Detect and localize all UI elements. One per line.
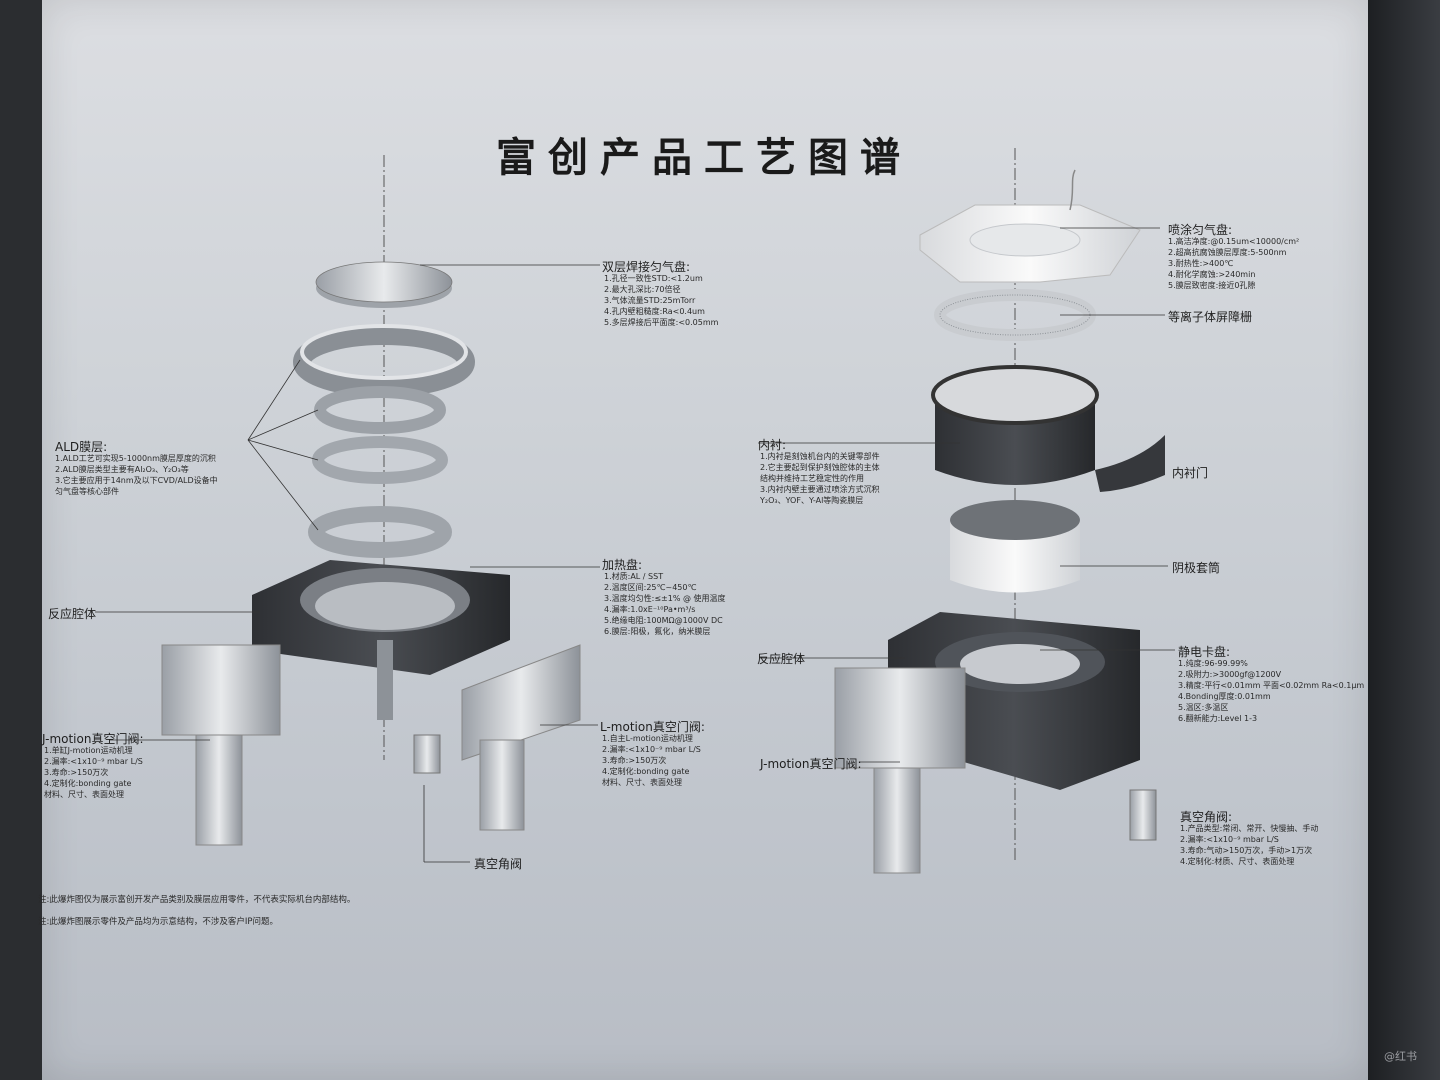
left-jmotion-valve-part xyxy=(161,644,281,846)
spec-line: 2.超高抗腐蚀膜层厚度:5-500nm xyxy=(1168,248,1287,257)
spec-line: 3.寿命:气动>150万次，手动>1万次 xyxy=(1180,846,1313,855)
spec-line: 3.气体流量STD:25mTorr xyxy=(604,296,696,305)
esc-heading: 静电卡盘: xyxy=(1178,645,1231,659)
gas-plate-specs: 1.孔径一致性STD:<1.2um 2.最大孔深比:70倍径 3.气体流量STD… xyxy=(604,273,718,328)
spec-line: 1.产品类型:常闭、常开、快慢抽、手动 xyxy=(1180,824,1319,833)
spec-line: 4.定制化:bonding gate xyxy=(44,779,132,788)
spec-line: 4.漏率:1.0xE⁻¹⁰Pa•m³/s xyxy=(604,605,696,614)
right-leader-lines xyxy=(758,227,1175,763)
ald-leader-lines xyxy=(247,359,319,531)
spec-line: 3.精度:平行<0.01mm 平面<0.02mm Ra<0.1μm xyxy=(1178,681,1365,690)
gas-plate-part xyxy=(315,261,453,308)
spec-line: 匀气盘等核心部件 xyxy=(55,487,119,496)
spec-line: 4.定制化:材质、尺寸、表面处理 xyxy=(1180,857,1295,866)
liner-heading: 内衬: xyxy=(758,438,787,452)
spray-plate-part xyxy=(919,169,1141,283)
liner-part xyxy=(931,365,1165,492)
spec-line: Y₂O₃、YOF、Y-Al等陶瓷膜层 xyxy=(760,496,864,505)
spray-plate-specs: 1.高洁净度:@0.15um<10000/cm² 2.超高抗腐蚀膜层厚度:5-5… xyxy=(1168,236,1299,291)
spec-line: 2.吸附力:>3000gf@1200V xyxy=(1178,670,1282,679)
left-jmotion-heading: J-motion真空门阀: xyxy=(42,732,144,746)
left-chamber-part xyxy=(252,560,510,720)
spec-line: 5.膜层致密度:接近0孔隙 xyxy=(1168,281,1256,290)
spec-line: 3.温度均匀性:≤±1% @ 使用温度 xyxy=(604,594,726,603)
spec-line: 2.ALD膜层类型主要有Al₂O₃、Y₂O₃等 xyxy=(55,465,189,474)
ald-heading: ALD膜层: xyxy=(55,440,108,454)
footnote-2: 注:此爆炸图展示零件及产品均为示意结构，不涉及客户IP问题。 xyxy=(38,917,278,927)
spec-line: 2.漏率:<1x10⁻⁹ mbar L/S xyxy=(602,745,701,754)
left-lmotion-valve-part xyxy=(461,644,581,831)
right-jmotion-label: J-motion真空门阀: xyxy=(760,757,862,771)
plasma-grid-label: 等离子体屏障栅 xyxy=(1168,310,1253,324)
spec-line: 结构并维持工艺稳定性的作用 xyxy=(760,474,864,483)
spec-line: 6.翻新能力:Level 1-3 xyxy=(1178,714,1258,723)
left-jmotion-specs: 1.单缸J-motion运动机理 2.漏率:<1x10⁻⁹ mbar L/S 3… xyxy=(44,745,143,800)
spec-line: 2.最大孔深比:70倍径 xyxy=(604,285,681,294)
spec-line: 2.它主要起到保护刻蚀腔体的主体 xyxy=(760,463,880,472)
spec-line: 4.孔内壁粗糙度:Ra<0.4um xyxy=(604,307,705,316)
left-angle-valve-label: 真空角阀 xyxy=(474,857,523,871)
heater-heading: 加热盘: xyxy=(602,558,643,572)
spec-line: 6.膜层:阳极，氟化，纳米膜层 xyxy=(604,627,711,636)
spec-line: 2.漏率:<1x10⁻⁹ mbar L/S xyxy=(1180,835,1279,844)
right-angle-valve-part xyxy=(1129,789,1157,841)
lmotion-heading: L-motion真空门阀: xyxy=(600,720,705,734)
right-angle-valve-heading: 真空角阀: xyxy=(1180,810,1233,824)
liner-door-label: 内衬门 xyxy=(1172,466,1209,480)
liner-specs: 1.内衬是刻蚀机台内的关键零部件 2.它主要起到保护刻蚀腔体的主体 结构并维持工… xyxy=(760,451,880,506)
spec-line: 2.温度区间:25℃~450℃ xyxy=(604,583,697,592)
cathode-sleeve-part xyxy=(950,500,1080,593)
footnote-1: 注:此爆炸图仅为展示富创开发产品类别及膜层应用零件，不代表实际机台内部结构。 xyxy=(38,895,356,905)
spec-line: 2.漏率:<1x10⁻⁹ mbar L/S xyxy=(44,757,143,766)
spec-line: 5.温区:多温区 xyxy=(1178,703,1229,712)
right-angle-valve-specs: 1.产品类型:常闭、常开、快慢抽、手动 2.漏率:<1x10⁻⁹ mbar L/… xyxy=(1180,823,1318,867)
spec-line: 1.内衬是刻蚀机台内的关键零部件 xyxy=(760,452,880,461)
spec-line: 5.绝缘电阻:100MΩ@1000V DC xyxy=(604,616,723,625)
lmotion-specs: 1.自主L-motion运动机理 2.漏率:<1x10⁻⁹ mbar L/S 3… xyxy=(602,733,701,788)
left-chamber-label: 反应腔体 xyxy=(48,607,97,621)
spec-line: 3.内衬内壁主要通过喷涂方式沉积 xyxy=(760,485,880,494)
ald-specs: 1.ALD工艺可实现5-1000nm膜层厚度的沉积 2.ALD膜层类型主要有Al… xyxy=(55,453,218,497)
spec-line: 1.单缸J-motion运动机理 xyxy=(44,746,133,755)
spec-line: 1.自主L-motion运动机理 xyxy=(602,734,693,743)
heater-specs: 1.材质:AL / SST 2.温度区间:25℃~450℃ 3.温度均匀性:≤±… xyxy=(604,571,726,637)
ald-ring-4 xyxy=(308,506,452,558)
ald-ring-2 xyxy=(314,386,446,434)
spec-line: 4.定制化:bonding gate xyxy=(602,767,690,776)
spec-line: 1.ALD工艺可实现5-1000nm膜层厚度的沉积 xyxy=(55,454,216,463)
gas-plate-heading: 双层焊接匀气盘: xyxy=(602,260,691,274)
right-chamber-label: 反应腔体 xyxy=(757,652,806,666)
wall-edge xyxy=(1368,0,1440,1080)
spec-line: 4.耐化学腐蚀:>240min xyxy=(1168,270,1256,279)
spec-line: 材料、尺寸、表面处理 xyxy=(44,790,124,799)
left-leader-lines xyxy=(95,264,600,741)
ald-ring-3 xyxy=(312,436,448,484)
spec-line: 4.Bonding厚度:0.01mm xyxy=(1178,692,1271,701)
spec-line: 1.纯度:96-99.99% xyxy=(1178,659,1248,668)
spec-line: 3.耐热性:>400℃ xyxy=(1168,259,1234,268)
poster-board xyxy=(42,0,1368,1080)
right-jmotion-valve-part xyxy=(834,667,966,874)
spec-line: 3.寿命:>150万次 xyxy=(44,768,109,777)
spec-line: 1.材质:AL / SST xyxy=(604,572,664,581)
spec-line: 5.多层焊接后平面度:<0.05mm xyxy=(604,318,719,327)
spec-line: 1.高洁净度:@0.15um<10000/cm² xyxy=(1168,237,1300,246)
spec-line: 材料、尺寸、表面处理 xyxy=(602,778,682,787)
spray-plate-heading: 喷涂匀气盘: xyxy=(1168,223,1233,237)
left-angle-valve-part xyxy=(413,734,470,863)
watermark: @红书 xyxy=(1384,1050,1417,1063)
spec-line: 3.它主要应用于14nm及以下CVD/ALD设备中 xyxy=(55,476,218,485)
esc-specs: 1.纯度:96-99.99% 2.吸附力:>3000gf@1200V 3.精度:… xyxy=(1178,658,1364,724)
cathode-sleeve-label: 阴极套筒 xyxy=(1172,561,1221,575)
poster-title: 富创产品工艺图谱 xyxy=(496,135,912,181)
spec-line: 1.孔径一致性STD:<1.2um xyxy=(604,274,703,283)
spec-line: 3.寿命:>150万次 xyxy=(602,756,667,765)
